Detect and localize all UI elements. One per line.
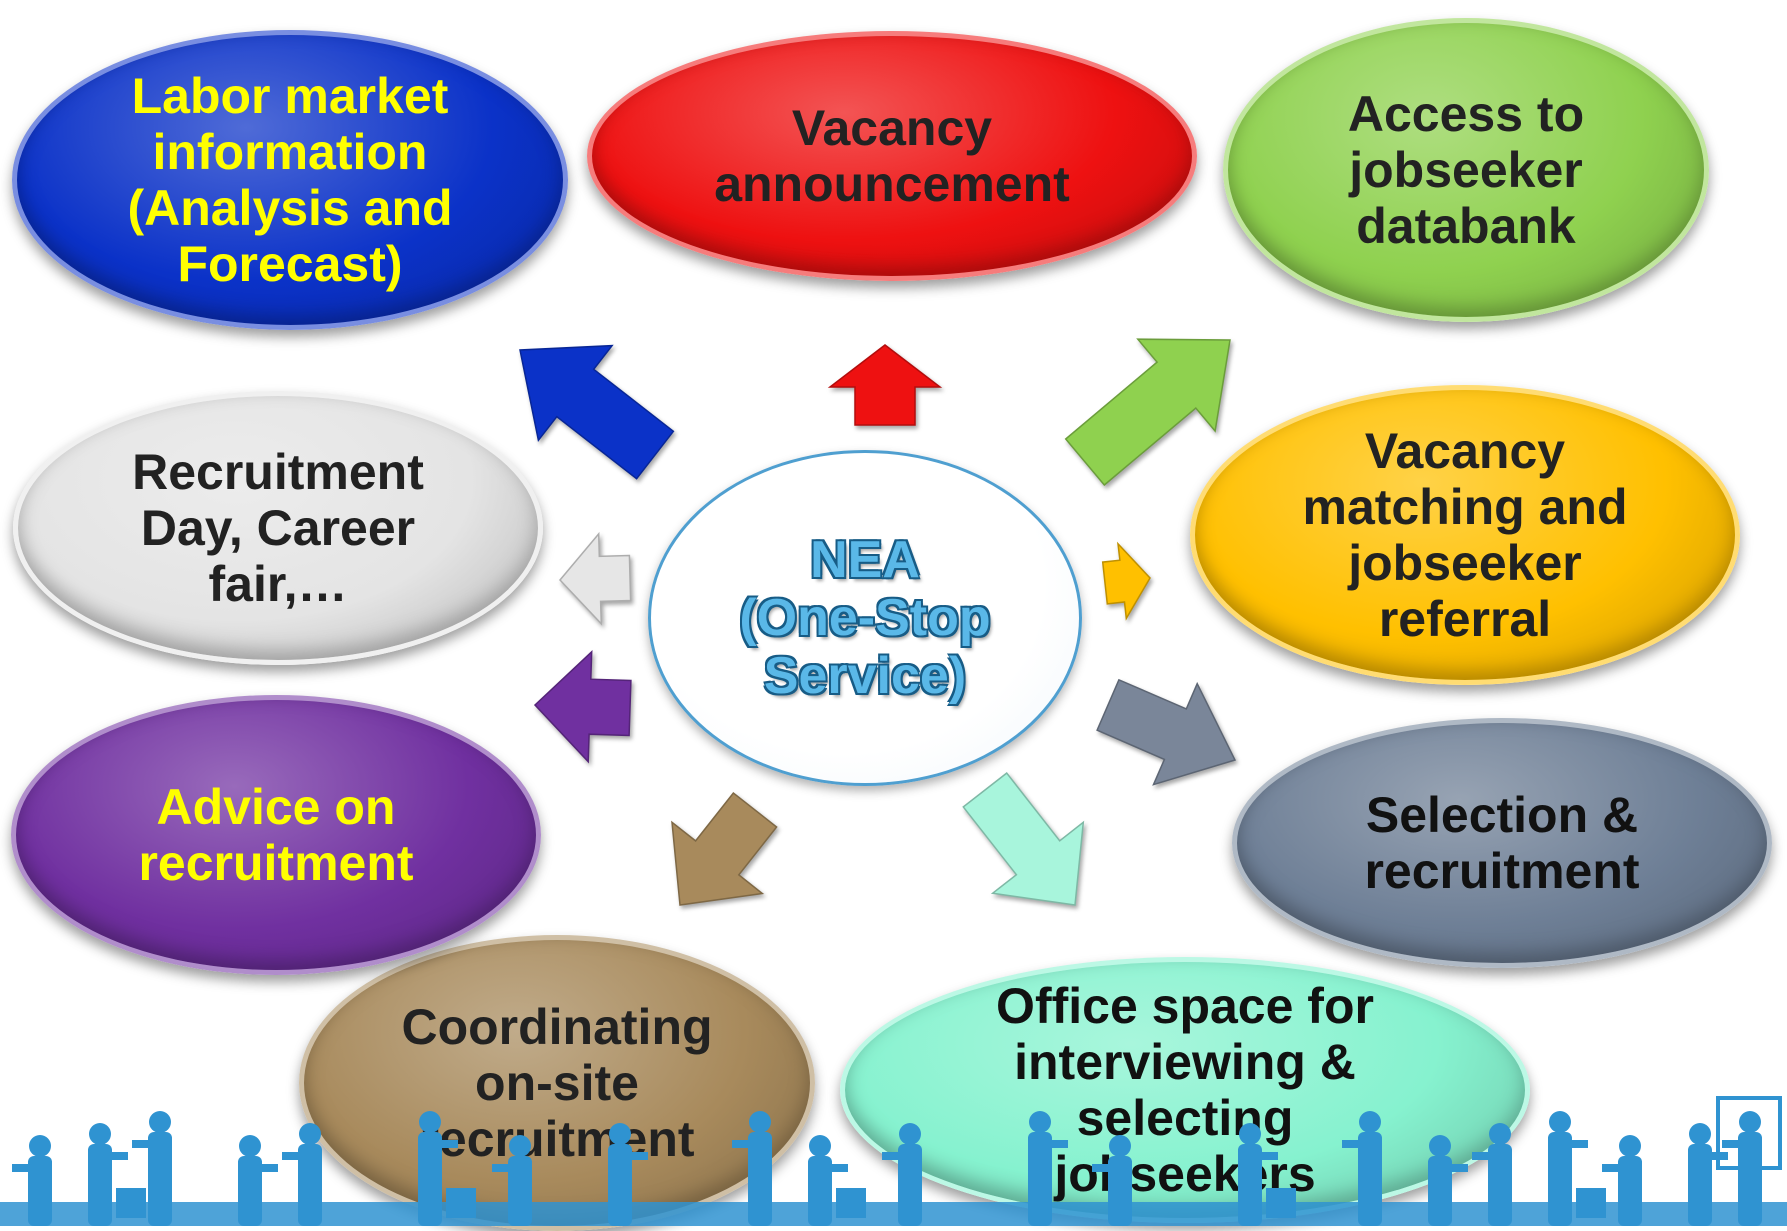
worker-figure-icon [238, 1135, 278, 1226]
node-label: Access to jobseeker databank [1347, 86, 1585, 254]
workers-silhouette-strip-icon [0, 1096, 1787, 1226]
hub-label: NEA (One-Stop Service) [739, 531, 991, 705]
node-selection-recruitment: Selection & recruitment [1232, 718, 1772, 968]
worker-figure-icon [1548, 1111, 1606, 1226]
worker-figure-icon [492, 1135, 532, 1226]
node-label: Labor market information (Analysis and F… [127, 68, 453, 292]
arrow-to-access-jobseeker-databank [1064, 338, 1231, 487]
worker-figure-icon [732, 1111, 772, 1226]
worker-figure-icon [1342, 1111, 1382, 1226]
arrow-to-vacancy-announcement [827, 344, 943, 426]
node-advice-on-recruitment: Advice on recruitment [11, 695, 541, 975]
arrow-to-advice-on-recruitment [533, 650, 632, 764]
node-labor-market-information: Labor market information (Analysis and F… [12, 30, 568, 330]
node-label: Coordinating on-site recruitment [401, 999, 713, 1167]
worker-figure-icon [1238, 1123, 1296, 1226]
worker-figure-icon [1602, 1135, 1642, 1226]
worker-figure-icon [88, 1123, 146, 1226]
node-label: Vacancy announcement [714, 100, 1070, 212]
worker-figure-icon [1428, 1135, 1468, 1226]
worker-figure-icon [12, 1135, 52, 1226]
node-label: Advice on recruitment [138, 779, 414, 891]
arrow-to-selection-recruitment [1096, 678, 1237, 786]
node-recruitment-day: Recruitment Day, Career fair,… [13, 391, 543, 665]
worker-figure-icon [282, 1123, 322, 1226]
node-vacancy-announcement: Vacancy announcement [587, 31, 1197, 281]
node-access-jobseeker-databank: Access to jobseeker databank [1223, 18, 1709, 322]
arrow-to-recruitment-day [558, 531, 632, 626]
node-office-space: Office space for interviewing & selectin… [840, 957, 1530, 1223]
arrow-to-labor-market-information [519, 344, 675, 480]
worker-figure-icon [882, 1123, 922, 1226]
node-label: Recruitment Day, Career fair,… [132, 444, 424, 612]
worker-figure-icon [608, 1123, 648, 1226]
hub-nea-one-stop-service: NEA (One-Stop Service) [648, 450, 1082, 786]
arrow-to-vacancy-matching [1101, 541, 1151, 621]
worker-figure-icon [1722, 1111, 1762, 1226]
worker-figure-icon [418, 1111, 476, 1226]
worker-figure-icon [808, 1135, 866, 1226]
node-label: Selection & recruitment [1364, 787, 1640, 899]
footer-band [0, 1202, 1787, 1226]
arrow-to-coordinating-onsite [671, 791, 778, 906]
node-label: Vacancy matching and jobseeker referral [1302, 423, 1628, 647]
worker-figure-icon [1092, 1135, 1132, 1226]
node-vacancy-matching: Vacancy matching and jobseeker referral [1190, 385, 1740, 685]
arrow-to-office-space [962, 772, 1085, 906]
worker-figure-icon [1472, 1123, 1512, 1226]
node-label: Office space for interviewing & selectin… [996, 978, 1374, 1202]
worker-figure-icon [1028, 1111, 1068, 1226]
worker-figure-icon [132, 1111, 172, 1226]
whiteboard-icon [1716, 1096, 1782, 1170]
